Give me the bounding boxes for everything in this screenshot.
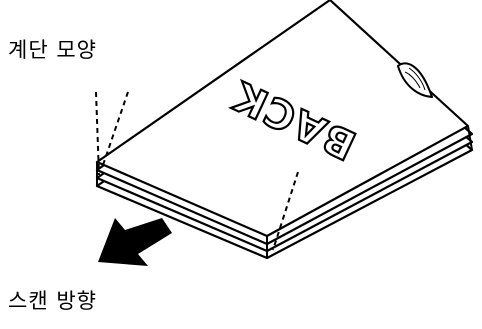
arrow-left-down-icon [98, 218, 172, 266]
scan-direction-label: 스캔 방향 [8, 289, 97, 313]
stagger-shape-label: 계단 모양 [8, 38, 97, 62]
page-curl-icon [397, 62, 433, 98]
stagger-guide-lines [95, 91, 299, 251]
